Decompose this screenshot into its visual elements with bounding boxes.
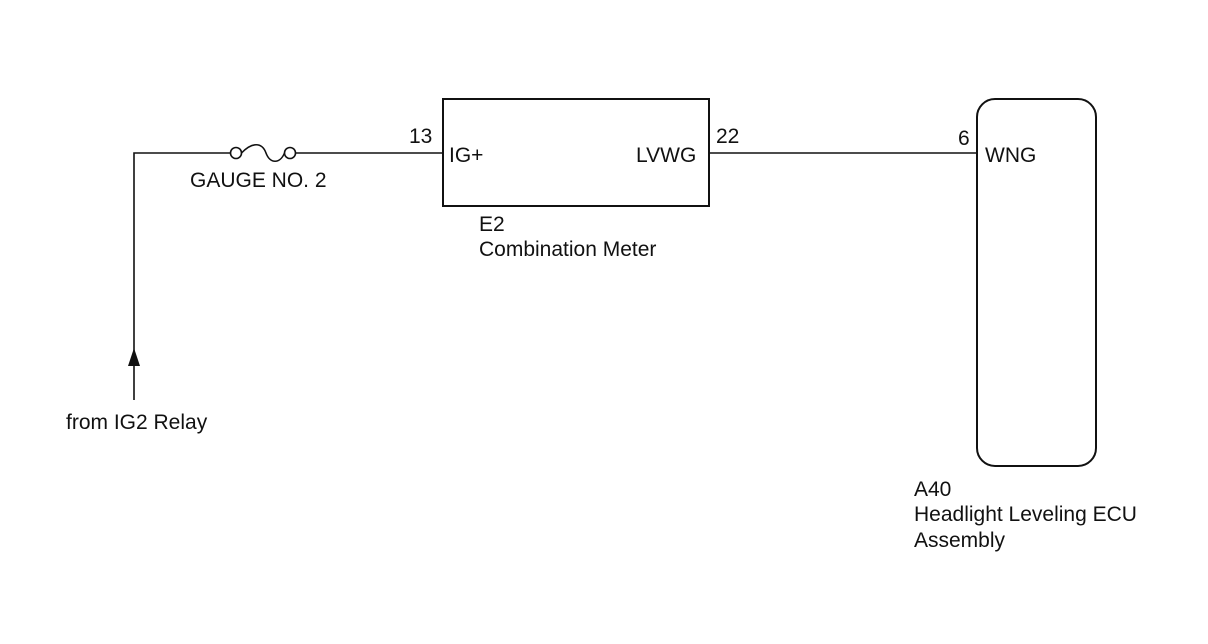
- fuse-element-icon: [240, 143, 286, 163]
- meter-pin-out-label: LVWG: [636, 144, 697, 167]
- fuse-label: GAUGE NO. 2: [190, 169, 327, 192]
- meter-pin-in-number: 13: [409, 125, 433, 148]
- meter-pin-out-number: 22: [716, 125, 740, 148]
- source-arrow-icon: [128, 348, 140, 366]
- ecu-name-line2: Assembly: [914, 529, 1006, 552]
- meter-name: Combination Meter: [479, 238, 657, 261]
- wire-ig2-to-fuse: [133, 152, 230, 362]
- fuse-terminal-left: [229, 146, 243, 160]
- source-label: from IG2 Relay: [66, 411, 208, 434]
- meter-code: E2: [479, 213, 505, 236]
- ecu-name-line1: Headlight Leveling ECU: [914, 503, 1137, 526]
- ecu-code: A40: [914, 478, 952, 501]
- meter-pin-in-label: IG+: [449, 144, 484, 167]
- ecu-pin-label: WNG: [985, 144, 1037, 167]
- headlight-ecu-box: [976, 98, 1097, 467]
- fuse-terminal-right: [283, 146, 297, 160]
- combination-meter-box: [442, 98, 710, 207]
- ecu-pin-number: 6: [958, 127, 970, 150]
